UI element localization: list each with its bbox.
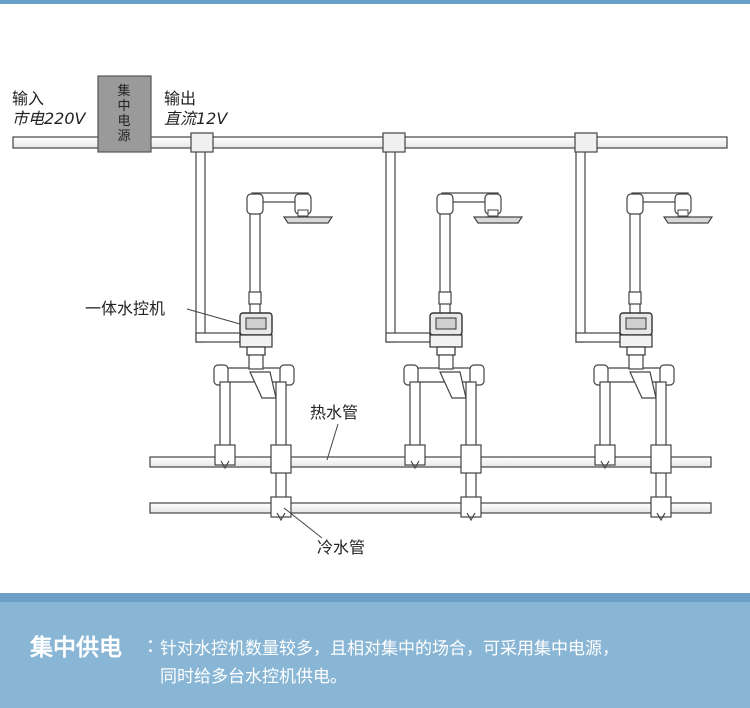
power-box-char-4: 源 <box>117 129 130 144</box>
junction-box-1 <box>190 132 214 153</box>
hot-water-pipe <box>149 456 712 468</box>
power-box-char-3: 电 <box>117 114 130 129</box>
output-label: 输出 <box>164 89 196 108</box>
footer-description-line-2: 同时给多台水控机供电。 <box>160 667 347 687</box>
water-controller-diagram: 集 中 电 源 输入 市电220V 输出 直流12V 一体水控机 热水管 冷水管 <box>12 75 728 557</box>
controller-leader-line <box>186 308 241 325</box>
footer-panel <box>0 593 750 708</box>
power-box-char-1: 集 <box>117 83 130 99</box>
power-supply-box <box>97 75 152 153</box>
junction-box-3 <box>574 132 598 153</box>
hot-pipe-leader-line <box>326 423 339 461</box>
cold-pipe-leader-line <box>283 507 323 539</box>
junction-box-2 <box>382 132 406 153</box>
power-line <box>12 136 728 149</box>
input-label: 输入 <box>12 89 44 108</box>
input-voltage-label: 市电220V <box>12 109 87 128</box>
footer-colon: ： <box>146 636 164 657</box>
top-accent-bar <box>0 0 750 4</box>
footer-stripe <box>0 593 750 602</box>
output-voltage-label: 直流12V <box>164 109 228 128</box>
power-box-char-2: 中 <box>117 99 130 114</box>
footer-description-line-1: 针对水控机数量较多，且相对集中的场合，可采用集中电源， <box>160 639 619 659</box>
controller-label: 一体水控机 <box>85 299 165 318</box>
hot-pipe-label: 热水管 <box>310 403 358 422</box>
cold-water-pipe <box>149 502 712 514</box>
cold-pipe-label: 冷水管 <box>317 538 365 557</box>
footer-title: 集中供电 <box>30 635 122 661</box>
